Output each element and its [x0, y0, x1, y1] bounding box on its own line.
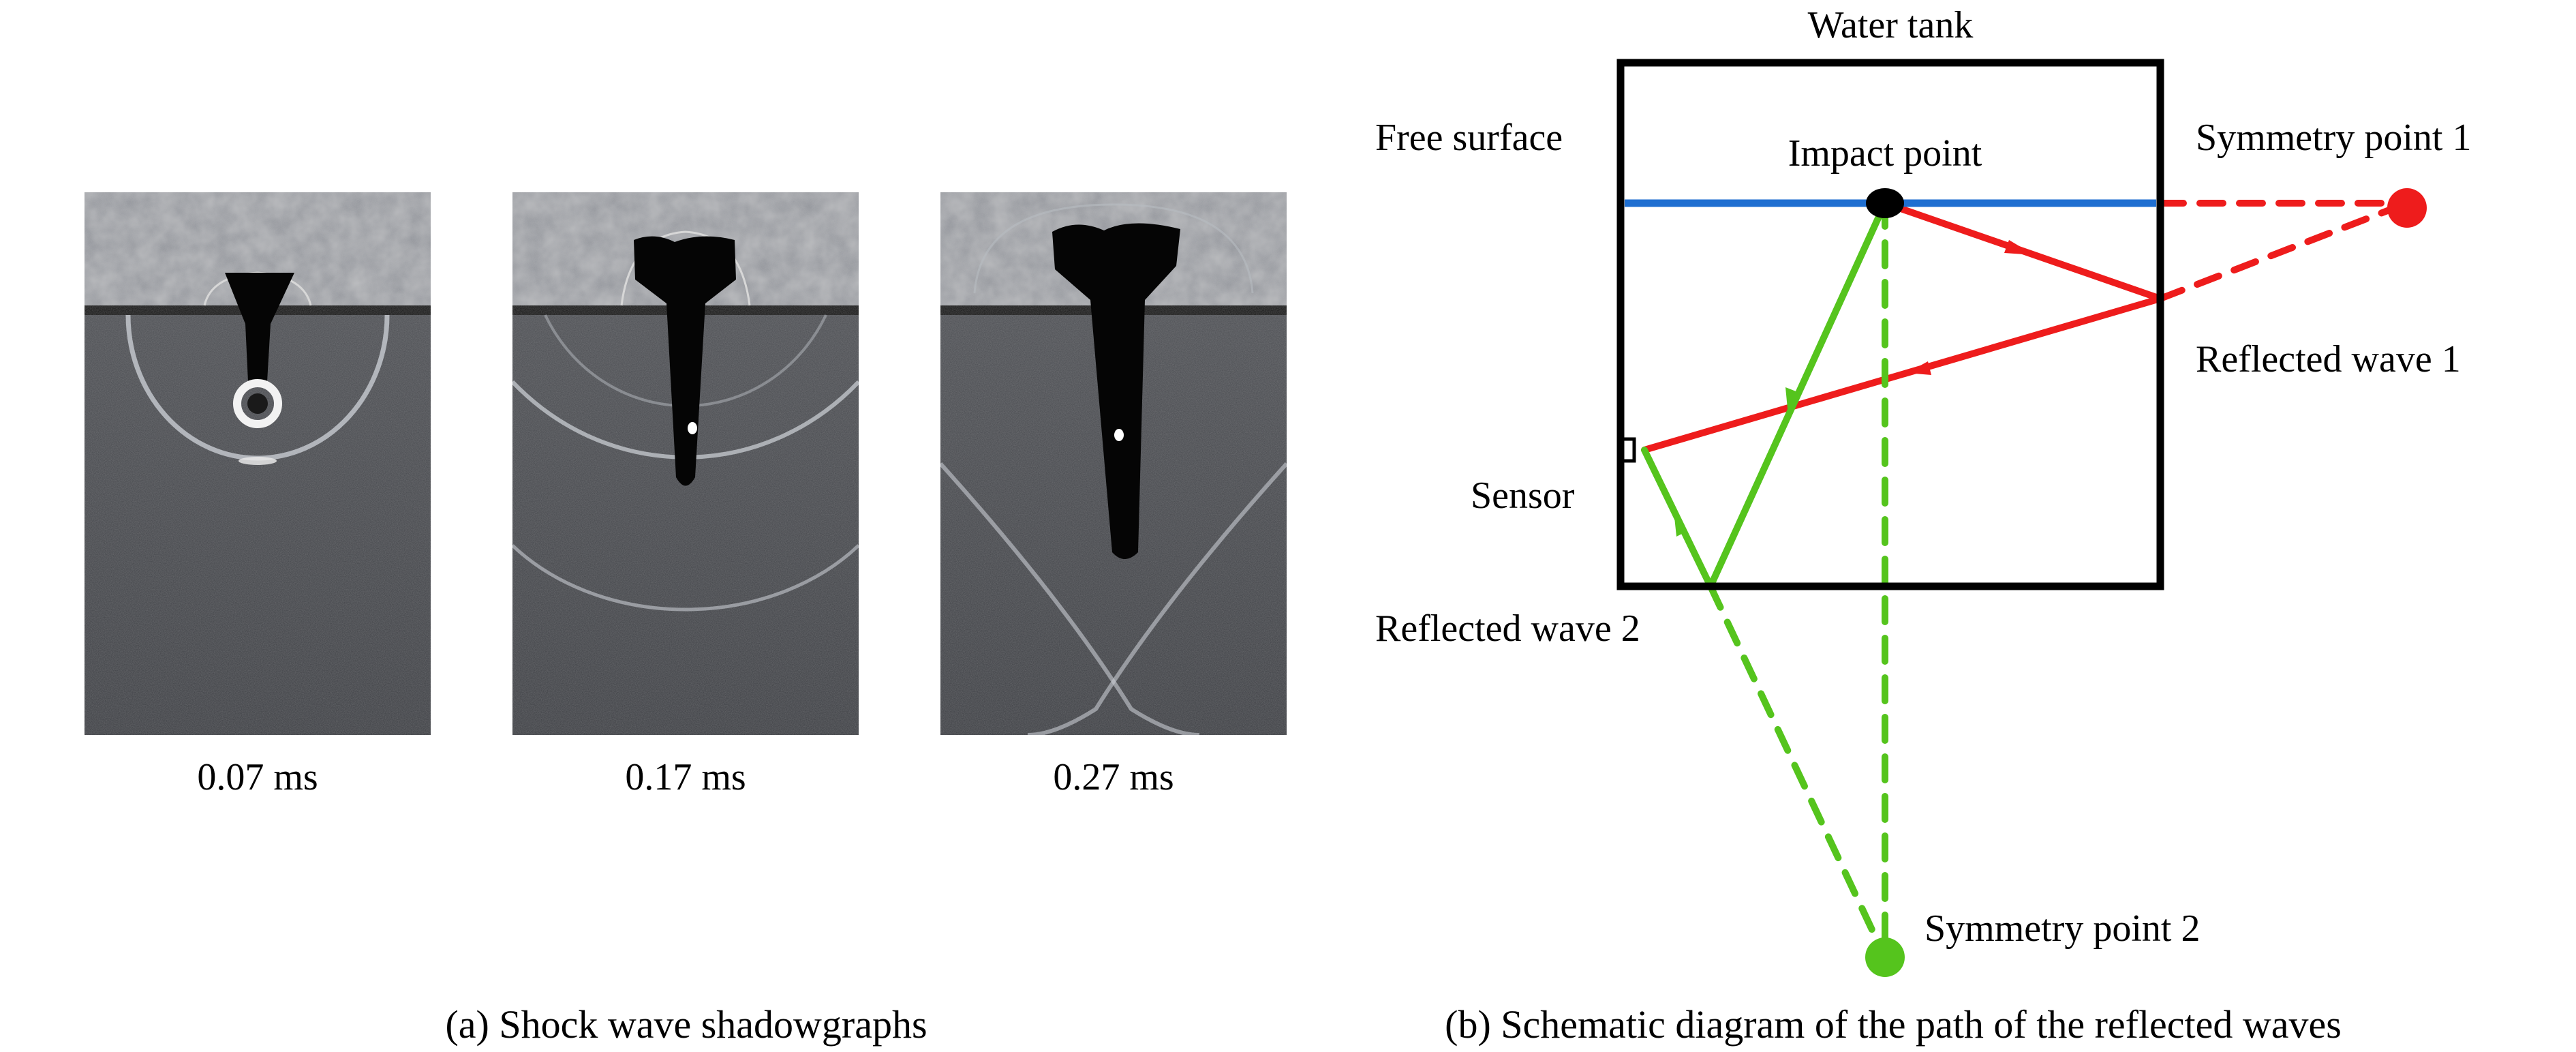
reflected-wave-1-path	[1641, 200, 2410, 453]
shadowgraph-frame-1	[85, 192, 431, 735]
symmetry-point-1-marker	[2387, 188, 2427, 228]
reflection-schematic: Water tank Free surface Impact point Sym…	[1375, 4, 2471, 1047]
caption-panel-a: (a) Shock wave shadowgraphs	[445, 1002, 927, 1047]
time-label-1: 0.07 ms	[197, 756, 318, 798]
mirror-line-2	[1707, 583, 1888, 961]
shadowgraph-frame-3	[940, 192, 1287, 735]
sensor-marker	[1621, 437, 1636, 463]
wave-2-arrow-a	[1785, 387, 1798, 416]
time-label-3: 0.27 ms	[1053, 756, 1174, 798]
water-tank-label: Water tank	[1808, 4, 1974, 46]
free-surface-label: Free surface	[1375, 117, 1563, 159]
reflected-wave-1-label: Reflected wave 1	[2196, 338, 2461, 380]
impact-point-marker	[1866, 188, 1904, 218]
wave-1-arrow-a	[2004, 240, 2034, 255]
shadowgraph-frame-2	[512, 192, 859, 735]
wave-2-arrow-b	[1674, 511, 1687, 537]
reflected-wave-2-path	[1641, 200, 1888, 961]
symmetry-point-2-label: Symmetry point 2	[1925, 907, 2200, 950]
wave-1-arrow-b	[1907, 361, 1931, 375]
reflected-wave-2-label: Reflected wave 2	[1375, 607, 1640, 650]
sensor-label: Sensor	[1471, 475, 1575, 517]
time-label-2: 0.17 ms	[625, 756, 746, 798]
symmetry-point-2-marker	[1865, 937, 1905, 977]
water-tank-outline	[1616, 59, 2164, 590]
symmetry-point-1-label: Symmetry point 1	[2196, 117, 2471, 159]
impact-point-label: Impact point	[1788, 132, 1982, 175]
mirror-line-1	[2157, 200, 2410, 302]
caption-panel-b: (b) Schematic diagram of the path of the…	[1445, 1002, 2342, 1047]
